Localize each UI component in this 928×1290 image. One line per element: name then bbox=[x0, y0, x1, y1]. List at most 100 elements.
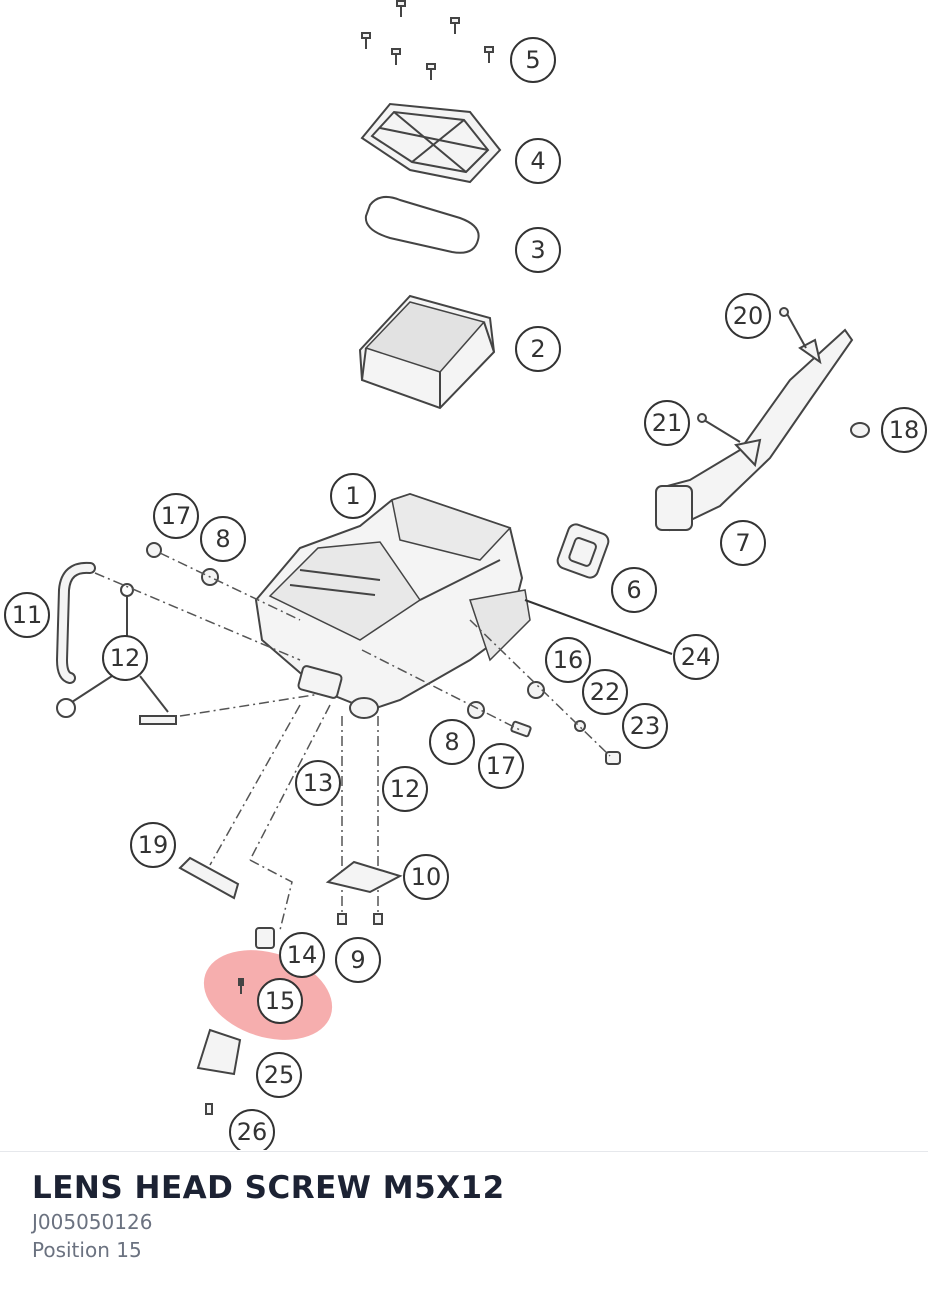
callout-7: 7 bbox=[720, 520, 766, 566]
callout-circle bbox=[102, 635, 148, 681]
callout-circle bbox=[257, 978, 303, 1024]
callout-circle bbox=[153, 493, 199, 539]
callout-number: 8 bbox=[444, 728, 459, 756]
callout-13: 13 bbox=[295, 760, 341, 806]
callout-17: 17 bbox=[153, 493, 199, 539]
callout-number: 21 bbox=[652, 409, 683, 437]
callout-22: 22 bbox=[582, 669, 628, 715]
callout-number: 22 bbox=[590, 678, 621, 706]
callout-number: 4 bbox=[530, 147, 545, 175]
callout-2: 2 bbox=[515, 326, 561, 372]
callout-number: 7 bbox=[735, 529, 750, 557]
callout-number: 12 bbox=[110, 644, 141, 672]
callout-circle bbox=[335, 937, 381, 983]
callout-number: 17 bbox=[161, 502, 192, 530]
callout-number: 14 bbox=[287, 941, 318, 969]
callout-circle bbox=[382, 766, 428, 812]
callout-circle bbox=[478, 743, 524, 789]
callout-23: 23 bbox=[622, 703, 668, 749]
lower-bracket bbox=[196, 1028, 242, 1076]
callout-1: 1 bbox=[330, 473, 376, 519]
lens-head-screw bbox=[238, 978, 244, 994]
callout-circle bbox=[545, 637, 591, 683]
callout-number: 19 bbox=[138, 831, 169, 859]
callout-circle bbox=[720, 520, 766, 566]
callout-circle bbox=[644, 400, 690, 446]
callout-10: 10 bbox=[403, 854, 449, 900]
callout-4: 4 bbox=[515, 138, 561, 184]
callout-number: 8 bbox=[215, 525, 230, 553]
callout-number: 1 bbox=[345, 482, 360, 510]
part-info-panel: LENS HEAD SCREW M5X12 J005050126 Positio… bbox=[32, 1168, 505, 1264]
callout-circle bbox=[725, 293, 771, 339]
callout-25: 25 bbox=[256, 1052, 302, 1098]
air-filter bbox=[358, 294, 496, 410]
hose-clamps bbox=[56, 583, 177, 725]
callout-15: 15 bbox=[257, 978, 303, 1024]
grommet bbox=[850, 422, 870, 438]
callout-17: 17 bbox=[478, 743, 524, 789]
intake-duct bbox=[654, 307, 854, 532]
sensor bbox=[178, 856, 240, 900]
callout-circle bbox=[330, 473, 376, 519]
bracket-screws bbox=[337, 913, 383, 925]
callout-circle bbox=[582, 669, 628, 715]
callout-number: 11 bbox=[12, 601, 43, 629]
callout-26: 26 bbox=[229, 1109, 275, 1150]
small-screw bbox=[205, 1103, 213, 1115]
callout-circle bbox=[403, 854, 449, 900]
callout-number: 10 bbox=[411, 863, 442, 891]
callout-8: 8 bbox=[200, 516, 246, 562]
callout-19: 19 bbox=[130, 822, 176, 868]
callout-6: 6 bbox=[611, 567, 657, 613]
callout-12: 12 bbox=[102, 635, 148, 681]
callout-20: 20 bbox=[725, 293, 771, 339]
airbox-housing bbox=[254, 492, 531, 719]
callout-circle bbox=[515, 138, 561, 184]
callout-5: 5 bbox=[510, 37, 556, 83]
callout-circle bbox=[279, 932, 325, 978]
callout-24: 24 bbox=[673, 634, 719, 680]
callout-number: 15 bbox=[265, 987, 296, 1015]
callout-circle bbox=[881, 407, 927, 453]
callout-number: 12 bbox=[390, 775, 421, 803]
callout-number: 9 bbox=[350, 946, 365, 974]
mount-bolts-right bbox=[467, 681, 621, 765]
callout-14: 14 bbox=[279, 932, 325, 978]
callout-number: 17 bbox=[486, 752, 517, 780]
callout-number: 26 bbox=[237, 1118, 268, 1146]
callout-circle bbox=[429, 719, 475, 765]
callout-8: 8 bbox=[429, 719, 475, 765]
callout-12: 12 bbox=[382, 766, 428, 812]
filter-cover bbox=[360, 102, 502, 184]
callout-number: 16 bbox=[553, 646, 584, 674]
callout-21: 21 bbox=[644, 400, 690, 446]
callout-circle bbox=[295, 760, 341, 806]
callout-circle bbox=[130, 822, 176, 868]
bracket bbox=[325, 860, 403, 894]
callout-circle bbox=[622, 703, 668, 749]
callout-number: 24 bbox=[681, 643, 712, 671]
callout-circle bbox=[611, 567, 657, 613]
callout-number: 13 bbox=[303, 769, 334, 797]
connector bbox=[255, 927, 275, 949]
callout-circle bbox=[229, 1109, 275, 1150]
callout-circle bbox=[515, 326, 561, 372]
callout-circle bbox=[256, 1052, 302, 1098]
part-position: Position 15 bbox=[32, 1238, 142, 1262]
callout-circle bbox=[515, 227, 561, 273]
mount-bolts-left bbox=[146, 542, 219, 586]
screws-group bbox=[361, 0, 494, 80]
callout-11: 11 bbox=[4, 592, 50, 638]
callout-number: 6 bbox=[626, 576, 641, 604]
callout-16: 16 bbox=[545, 637, 591, 683]
callout-number: 5 bbox=[525, 46, 540, 74]
callout-circle bbox=[4, 592, 50, 638]
callout-18: 18 bbox=[881, 407, 927, 453]
gasket bbox=[364, 195, 480, 254]
callout-circle bbox=[510, 37, 556, 83]
callout-9: 9 bbox=[335, 937, 381, 983]
callout-number: 2 bbox=[530, 335, 545, 363]
part-number: J005050126 bbox=[32, 1210, 153, 1234]
